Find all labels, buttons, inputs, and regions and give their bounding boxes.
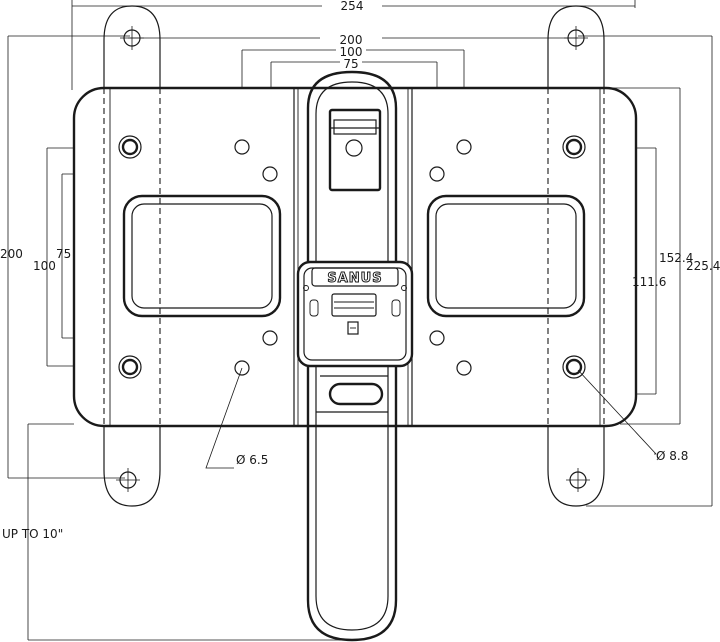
- brand-logo: SANUS: [327, 271, 382, 286]
- right-rail: [547, 5, 605, 507]
- dim-left-200: 200: [0, 247, 23, 261]
- left-cutout: [122, 194, 282, 318]
- dim-left-100: 100: [33, 259, 56, 273]
- small-holes: [234, 139, 472, 376]
- dim-right-152: 152.4: [659, 251, 693, 265]
- dim-hole-small: Ø 6.5: [236, 453, 268, 467]
- release-latch: SANUS: [296, 260, 414, 368]
- dimension-lines-right: [406, 35, 713, 507]
- leader-lines: [205, 367, 657, 469]
- lower-slot: [320, 375, 388, 406]
- left-rail: [103, 5, 161, 507]
- dim-top-100: 100: [340, 45, 363, 59]
- dim-left-75: 75: [56, 247, 71, 261]
- dim-top-75: 75: [343, 57, 358, 71]
- dim-reach: UP TO 10": [2, 527, 63, 541]
- center-strap: [306, 70, 398, 642]
- dim-hole-large: Ø 8.8: [656, 449, 688, 463]
- dim-top-254: 254: [341, 0, 364, 13]
- wall-plate: [72, 86, 638, 428]
- dim-top-200: 200: [340, 33, 363, 47]
- dimension-labels: 254 200 100 75 200 75 100 152.4 225.4 11…: [0, 0, 720, 541]
- dim-right-111: 111.6: [632, 275, 666, 289]
- top-clip: [328, 108, 382, 192]
- dim-right-225: 225.4: [686, 259, 720, 273]
- large-mounting-holes: [118, 135, 586, 379]
- right-cutout: [426, 194, 586, 318]
